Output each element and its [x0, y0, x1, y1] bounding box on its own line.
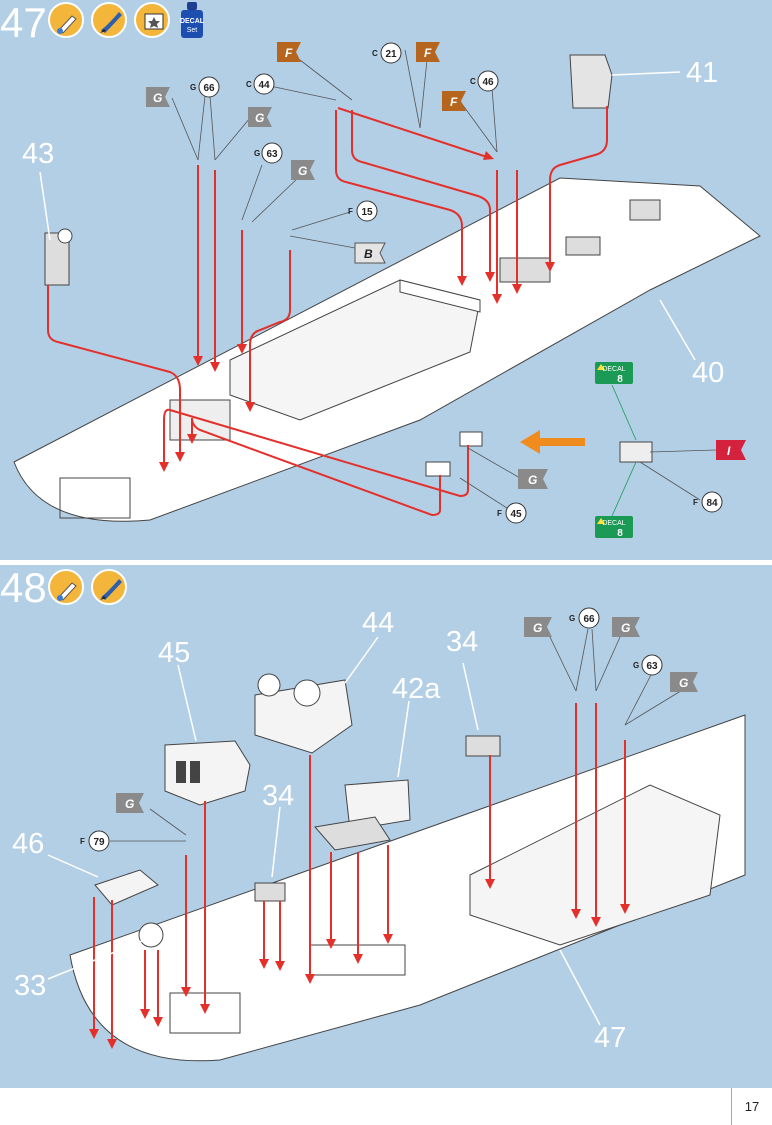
part-label-c46: C 46	[470, 70, 499, 92]
svg-text:63: 63	[266, 149, 278, 160]
paint-flag-g: G	[612, 617, 640, 637]
paint-flag-g: G	[248, 107, 272, 127]
svg-text:G: G	[679, 676, 688, 690]
svg-text:8: 8	[617, 374, 623, 385]
callout-45: 45	[158, 637, 190, 669]
svg-text:45: 45	[510, 509, 522, 520]
paint-flag-f: F	[442, 91, 466, 111]
svg-text:8: 8	[617, 528, 623, 539]
part-label-g66: G 66	[190, 76, 220, 98]
callout-46: 46	[12, 828, 44, 860]
callout-34: 34	[446, 626, 478, 658]
svg-text:F: F	[80, 837, 85, 846]
svg-text:C: C	[470, 77, 476, 86]
part-label-c21: C 21	[372, 42, 402, 64]
callout-44: 44	[362, 607, 394, 639]
svg-text:46: 46	[482, 77, 494, 88]
callout-43: 43	[22, 138, 54, 170]
callout-47: 47	[594, 1022, 626, 1054]
svg-text:C: C	[246, 80, 252, 89]
svg-text:G: G	[569, 614, 575, 623]
part-label-g63: G 63	[254, 142, 283, 164]
decal-badge: DECAL 8	[595, 362, 633, 385]
paint-flag-g: G	[524, 617, 552, 637]
part-label-f79: F 79	[80, 830, 110, 852]
decal-badge: DECAL 8	[595, 516, 633, 539]
paint-brush-icon	[91, 569, 127, 605]
step-number: 48	[0, 564, 47, 611]
svg-text:G: G	[533, 621, 542, 635]
svg-text:44: 44	[258, 80, 270, 91]
callout-33: 33	[14, 970, 46, 1002]
part-label-f45: F 45	[497, 502, 527, 524]
glue-icon	[48, 569, 84, 605]
part-label-f15: F 15	[348, 200, 378, 222]
svg-text:B: B	[364, 247, 373, 261]
orange-move-arrow	[520, 430, 585, 454]
paint-flag-f: F	[277, 42, 301, 62]
svg-text:G: G	[298, 164, 307, 178]
part-label-g66: G 66	[569, 607, 600, 629]
step-48-diagram: 44 45 42a 34 34 46 33 47 G 66 G 63 F 79 …	[12, 607, 746, 1062]
part-label-g63: G 63	[633, 654, 663, 676]
paint-flag-i: I	[716, 440, 746, 460]
svg-text:79: 79	[93, 837, 105, 848]
step-47-diagram: 43 41 40	[13, 49, 761, 522]
paint-flag-g: G	[518, 469, 548, 489]
svg-text:66: 66	[583, 614, 595, 625]
step-48-panel: 48	[0, 565, 772, 1088]
paint-flag-g: G	[146, 87, 170, 107]
svg-text:G: G	[528, 473, 537, 487]
svg-text:15: 15	[361, 207, 373, 218]
part-label-c44: C 44	[246, 73, 275, 95]
decal-apply-icon	[134, 2, 170, 38]
svg-text:F: F	[450, 95, 458, 109]
svg-text:I: I	[727, 444, 731, 458]
decal-set-bottle-icon: DECAL Set	[178, 2, 206, 38]
svg-text:DECAL: DECAL	[602, 366, 625, 373]
glue-icon	[48, 2, 84, 38]
svg-text:G: G	[633, 661, 639, 670]
svg-text:G: G	[125, 797, 134, 811]
svg-text:G: G	[254, 149, 260, 158]
svg-text:C: C	[372, 49, 378, 58]
callout-40: 40	[692, 357, 724, 389]
svg-text:21: 21	[385, 49, 397, 60]
svg-text:F: F	[424, 46, 432, 60]
svg-text:G: G	[190, 83, 196, 92]
part-label-f84: F 84	[693, 491, 723, 513]
svg-text:84: 84	[706, 498, 718, 509]
paint-flag-b: B	[354, 242, 386, 264]
svg-text:F: F	[497, 509, 502, 518]
callout-34: 34	[262, 780, 294, 812]
svg-text:DECAL: DECAL	[602, 520, 625, 527]
step-47-part-labels: G 66 C 44 C 21 C 46 G 63 F 15	[146, 42, 746, 539]
svg-text:G: G	[255, 111, 264, 125]
svg-text:G: G	[621, 621, 630, 635]
step-number: 47	[0, 0, 47, 46]
svg-text:66: 66	[203, 83, 215, 94]
svg-text:F: F	[693, 498, 698, 507]
paint-flag-f: F	[416, 42, 440, 62]
svg-text:F: F	[348, 207, 353, 216]
svg-text:F: F	[285, 46, 293, 60]
callout-41: 41	[686, 57, 718, 89]
paint-brush-icon	[91, 2, 127, 38]
callout-42a: 42a	[392, 673, 441, 705]
paint-flag-g: G	[291, 160, 315, 180]
page-number: 17	[731, 1088, 772, 1125]
paint-flag-g: G	[116, 793, 144, 813]
svg-text:DECAL: DECAL	[180, 18, 205, 25]
svg-text:63: 63	[646, 661, 658, 672]
step-47-panel: 47 DECAL Set	[0, 0, 772, 560]
svg-text:Set: Set	[187, 27, 198, 34]
svg-text:G: G	[153, 91, 162, 105]
paint-flag-g: G	[670, 672, 698, 692]
